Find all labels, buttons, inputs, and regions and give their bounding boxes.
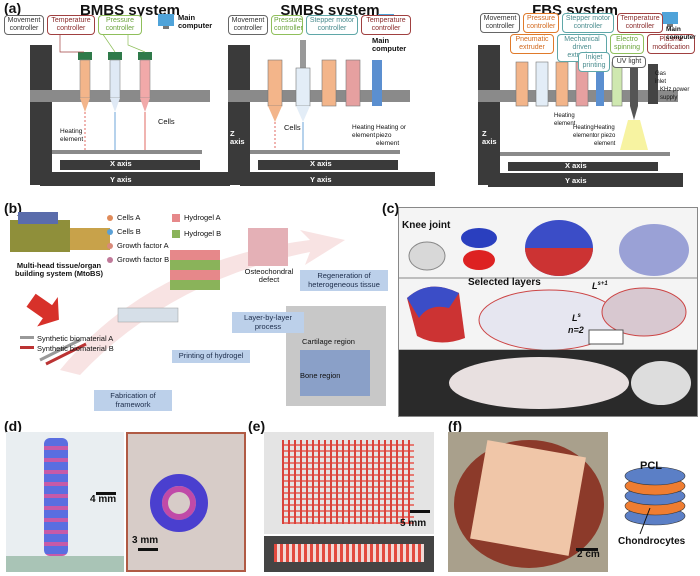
layer-ls1-sup: s+1 xyxy=(597,281,608,287)
fbs-x-axis: X axis xyxy=(565,161,587,170)
smbs-diagram xyxy=(228,14,435,186)
fbs-heating-label-1: Heating element xyxy=(554,113,576,127)
bmbs-pressure-controller: Pressure controller xyxy=(98,15,142,35)
panel-d-ring xyxy=(150,474,208,532)
panel-d-photo-1 xyxy=(6,432,124,572)
panel-d-photo-2 xyxy=(126,432,246,572)
smbs-heating-label: Heating element xyxy=(352,124,376,139)
bmbs-z-axis: Z axis xyxy=(6,129,21,146)
mtobs-label: Multi-head tissue/organ building system … xyxy=(15,261,103,278)
legend-hydrogel-b: Hydrogel B xyxy=(184,229,222,238)
smbs-main-computer: Main computer xyxy=(372,36,407,53)
panel-e-side xyxy=(274,544,424,562)
panel-f-scaffold xyxy=(470,440,586,556)
step-regeneration: Regeneration of heterogeneous tissue xyxy=(300,270,388,291)
panel-f-scale: 2 cm xyxy=(577,549,600,560)
smbs-z-axis: Z axis xyxy=(230,129,245,146)
panel-d-letter: (d) xyxy=(4,418,22,434)
panel-e-photo-top xyxy=(264,432,434,534)
cartilage-region-label: Cartilage region xyxy=(302,337,355,346)
legend-growth-a: Growth factor A xyxy=(117,241,169,250)
smbs-x-axis: X axis xyxy=(310,159,332,168)
fbs-temperature-controller: Temperature controller xyxy=(617,13,663,33)
panel-d-stack xyxy=(44,438,68,556)
panel-d-base xyxy=(6,556,124,572)
legend-hydrogel-a: Hydrogel A xyxy=(184,213,221,222)
smbs-movement-controller: Movement controller xyxy=(228,15,268,35)
osteochondral-label: Osteochondral defect xyxy=(244,267,294,284)
fbs-heating-label-2: Heating element xyxy=(573,125,595,139)
panel-f-letter: (f) xyxy=(448,418,462,434)
smbs-stepper-controller: Stepper motor controller xyxy=(306,15,358,35)
panel-d-scale-2: 3 mm xyxy=(132,535,159,546)
panel-a-letter: (a) xyxy=(4,0,22,16)
bmbs-x-axis: X axis xyxy=(110,159,132,168)
smbs-temperature-controller: Temperature controller xyxy=(361,15,411,35)
panel-c-letter: (c) xyxy=(382,200,400,216)
fbs-gas-inlet: Gas inlet xyxy=(655,71,667,85)
legend-synthetic-b: Synthetic biomaterial B xyxy=(37,344,114,353)
panel-f-photo xyxy=(448,432,608,572)
layer-ls-sup: s xyxy=(577,313,581,319)
step-layer: Layer-by-layer process xyxy=(232,312,304,333)
fbs-electro-spinning: Electro spinning xyxy=(610,34,644,54)
fbs-plasma-modification: Plasma modification xyxy=(647,34,695,54)
smbs-cells-label: Cells xyxy=(284,123,301,132)
step-fabrication: Fabrication of framework xyxy=(94,390,172,411)
layer-ls1-letter: L xyxy=(592,281,598,291)
fbs-stepper-controller: Stepper motor controller xyxy=(562,13,614,33)
fbs-pneumatic-extruder: Pneumatic extruder xyxy=(510,34,554,54)
legend-synthetic-a: Synthetic biomaterial A xyxy=(37,334,114,343)
panel-f-scalebar xyxy=(576,548,598,551)
fbs-movement-controller: Movement controller xyxy=(480,13,520,33)
legend-cells-b: Cells B xyxy=(117,227,141,236)
fbs-pressure-controller: Pressure controller xyxy=(523,13,559,33)
fbs-y-axis: Y axis xyxy=(565,176,587,185)
panel-e-grid xyxy=(282,440,414,524)
bmbs-diagram xyxy=(30,14,230,186)
layer-ls-label: Ls xyxy=(572,312,581,323)
selected-layers-label: Selected layers xyxy=(468,277,541,288)
panel-e-photo-bottom xyxy=(264,536,434,572)
smbs-pressure-controller: Pressure controller xyxy=(271,15,303,35)
panel-d-scale-1: 4 mm xyxy=(90,494,117,505)
panel-e-scalebar xyxy=(410,510,430,513)
panel-e-scale: 5 mm xyxy=(400,518,427,529)
fbs-inkjet-label: Inkjet printing xyxy=(578,52,610,72)
panel-c-render xyxy=(399,220,697,416)
panel-e-letter: (e) xyxy=(248,418,266,434)
bmbs-cells-label: Cells xyxy=(158,117,175,126)
chondrocytes-label: Chondrocytes xyxy=(618,536,686,547)
panel-d-scalebar-2 xyxy=(138,548,158,551)
step-printing: Printing of hydrogel xyxy=(172,350,250,363)
smbs-title: SMBS system xyxy=(280,2,380,19)
panel-f-diagram xyxy=(624,466,686,535)
fbs-main-computer: Main computer xyxy=(666,26,696,41)
layer-ls-letter: L xyxy=(572,313,578,323)
bmbs-heating-label: Heating element xyxy=(60,128,84,143)
bmbs-y-axis: Y axis xyxy=(110,175,132,184)
panel-b-letter: (b) xyxy=(4,200,22,216)
smbs-y-axis: Y axis xyxy=(310,175,332,184)
smbs-heating-piezo-label: Heating or piezo element xyxy=(376,124,406,147)
bmbs-title: BMBS system xyxy=(79,2,181,19)
legend-cells-a: Cells A xyxy=(117,213,141,222)
layer-ls1-label: Ls+1 xyxy=(592,280,608,291)
bone-region-label: Bone region xyxy=(300,371,341,380)
bmbs-movement-controller: Movement controller xyxy=(4,15,44,35)
pcl-label: PCL xyxy=(640,460,662,472)
fbs-diagram xyxy=(478,12,683,187)
fbs-uv-label: UV light xyxy=(612,56,646,68)
n2-label: n=2 xyxy=(568,325,584,335)
fbs-heating-piezo-label: Heating or piezo element xyxy=(594,125,616,147)
panel-b-diagram xyxy=(10,212,386,406)
fbs-power-supply: KHz power supply xyxy=(660,87,690,101)
panel-d-scalebar-1 xyxy=(96,492,116,495)
panel-c-image xyxy=(398,207,698,417)
bmbs-temperature-controller: Temperature controller xyxy=(47,15,95,35)
legend-growth-b: Growth factor B xyxy=(117,255,170,264)
bmbs-main-computer: Main computer xyxy=(178,13,213,30)
knee-joint-label: Knee joint xyxy=(402,220,451,231)
fbs-z-axis: Z axis xyxy=(482,129,497,146)
